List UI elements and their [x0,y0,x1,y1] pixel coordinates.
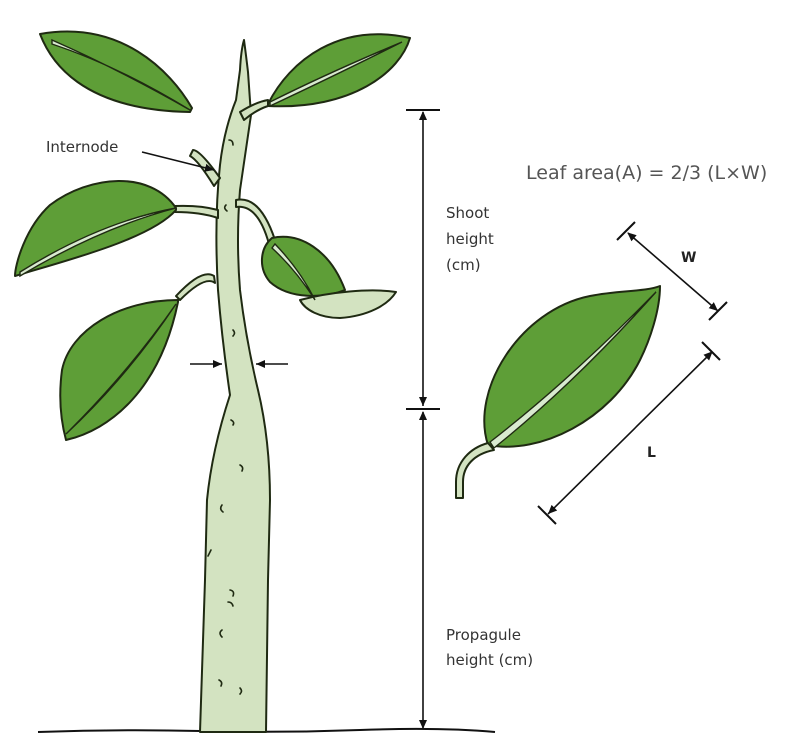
leaf-middle-left [15,181,176,276]
length-label: L [647,445,656,461]
leaf-lower-left [60,300,178,440]
leaf-top-left [40,32,192,112]
detached-leaf [456,286,660,498]
shoot-height-label-line1: Shoot [446,204,489,222]
shoot-height-label-line2: height [446,230,494,248]
shoot-height-dimension [406,110,440,409]
leaf-middle-right [262,237,396,318]
leaf-top-right [268,34,410,106]
detached-leaf-petiole [456,443,494,498]
width-label: W [681,250,696,266]
internode-label: Internode [46,138,118,156]
leaf-area-formula: Leaf area(A) = 2/3 (L×W) [526,162,767,184]
propagule-height-label-line2: height (cm) [446,651,533,669]
plant-stem [200,40,270,732]
shoot-height-label-line3: (cm) [446,256,481,274]
propagule-height-label-line1: Propagule [446,626,521,644]
